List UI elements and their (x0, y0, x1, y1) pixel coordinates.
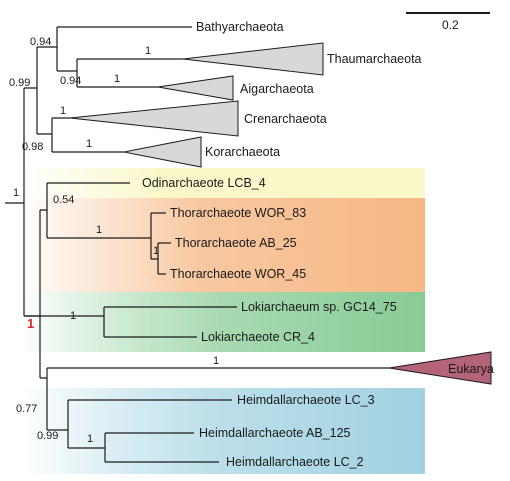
support-thaum-aig-branch: 1 (145, 45, 151, 57)
support-thaum-bathy-branch: 1 (114, 73, 120, 85)
support-thor-inner: 1 (153, 245, 159, 257)
support-thor-clade: 1 (96, 224, 102, 236)
taxon-heim-lc2: Heimdallarchaeote LC_2 (226, 455, 364, 469)
support-loki-clade: 1 (70, 310, 76, 322)
heim-clade-node (47, 400, 69, 448)
heim-inner-node (68, 433, 106, 462)
crenarchaeota-clade-triangle (69, 100, 239, 137)
taxon-crenarchaeota: Crenarchaeota (244, 112, 327, 126)
support-thaum-aig-node: 0.94 (60, 75, 81, 87)
lokiarchaeota-band (20, 292, 425, 352)
support-tack: 0.99 (9, 77, 30, 89)
taxon-thaumarchaeota: Thaumarchaeota (327, 52, 422, 66)
taxon-thor-ab25: Thorarchaeote AB_25 (175, 236, 297, 250)
taxon-odinarchaeote: Odinarchaeote LCB_4 (142, 176, 266, 190)
loki-node (24, 307, 105, 337)
taxon-heim-ab125: Heimdallarchaeote AB_125 (199, 426, 351, 440)
support-root: 1 (13, 187, 19, 199)
odin-thor-node (40, 183, 48, 238)
thor-node (47, 213, 152, 259)
support-odin-thor: 0.54 (53, 194, 74, 206)
support-asgard: 1 (27, 316, 34, 331)
eukarya-clade-triangle (388, 351, 492, 385)
taxon-korarchaeota: Korarchaeota (205, 145, 280, 159)
tack-stem (24, 47, 38, 134)
thaum-aig-node (57, 59, 78, 87)
heim-euk-node (40, 368, 48, 430)
aigarchaeota-clade-triangle (157, 75, 234, 101)
support-euk-branch: 1 (213, 355, 219, 367)
support-heim-clade: 0.99 (37, 430, 58, 442)
support-cren-branch: 1 (60, 105, 66, 117)
support-cren-kor: 0.98 (22, 141, 43, 153)
taxon-heim-lc3: Heimdallarchaeote LC_3 (237, 393, 375, 407)
bathy-thaum-node (37, 27, 58, 71)
taxon-thor-wor83: Thorarchaeote WOR_83 (170, 206, 306, 220)
taxon-lokiarchaeum: Lokiarchaeum sp. GC14_75 (241, 300, 397, 314)
support-heim-euk: 0.77 (16, 403, 37, 415)
thaumarchaeota-clade-triangle (182, 42, 324, 76)
scale-bar-label: 0.2 (442, 18, 459, 32)
taxon-bathyarchaeota: Bathyarchaeota (196, 20, 284, 34)
korarchaeota-clade-triangle (123, 136, 202, 168)
taxon-aigarchaeota: Aigarchaeota (240, 82, 314, 96)
taxon-loki-cr4: Lokiarchaeote CR_4 (201, 330, 315, 344)
taxon-eukarya: Eukarya (448, 362, 494, 376)
thorarchaeota-band (20, 198, 425, 292)
cren-kor-node (37, 118, 53, 152)
taxon-thor-wor45: Thorarchaeote WOR_45 (170, 267, 306, 281)
thor-inner-node (151, 243, 159, 274)
support-kor-branch: 1 (86, 138, 92, 150)
support-heim-inner: 1 (87, 433, 93, 445)
support-bathy-node: 0.94 (30, 36, 51, 48)
heimdallarchaeota-band (20, 388, 425, 474)
